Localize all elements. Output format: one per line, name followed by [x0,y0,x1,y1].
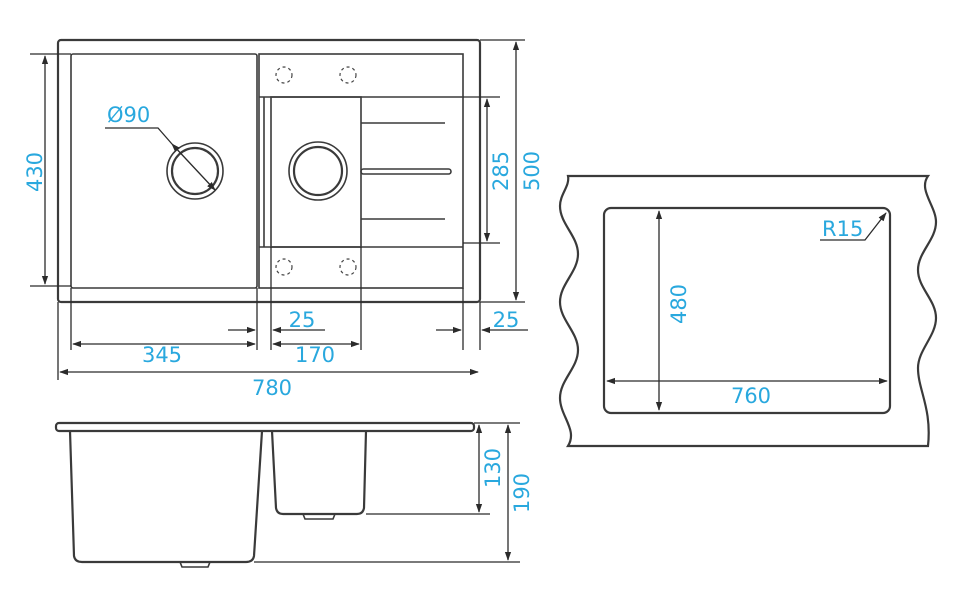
sink-side-view: 130 190 [54,421,534,568]
dim-500: 500 [480,39,544,303]
tap-hole-marker [275,258,293,276]
cutout-rectangle [602,206,892,415]
bowl-depth-130-label: 130 [481,448,505,488]
tap-hole-marker [339,66,357,84]
diameter-callout: Ø90 [105,103,216,191]
cutout-760-label: 760 [731,384,771,408]
dim-285: 285 [463,96,513,244]
depth-285-label: 285 [489,151,513,191]
width-780-label: 780 [252,376,292,400]
tap-hole-marker [339,258,357,276]
drainer-rib [360,168,452,175]
countertop-outline [558,174,938,448]
width-345-label: 345 [142,343,182,367]
sink-outer-rim [56,38,482,304]
main-bowl-outline [70,53,258,289]
dim-horizontal-set: 345 170 25 25 780 [57,247,528,400]
tap-hole-marker [275,66,293,84]
main-bowl-profile [68,430,264,564]
drain-diameter-label: Ø90 [107,103,150,127]
main-drain-profile [179,561,211,568]
secondary-drain-profile [302,513,336,520]
sink-rim-profile [54,421,476,433]
width-170-label: 170 [295,343,335,367]
secondary-drain [288,141,348,201]
countertop-cutout-view: 480 760 R15 [558,174,938,448]
gap-25-right-label: 25 [493,308,520,332]
depth-430-label: 430 [23,152,47,192]
corner-radius-label: R15 [822,217,863,241]
cutout-480-label: 480 [667,284,691,324]
bowl-depth-190-label: 190 [510,473,534,513]
sink-top-view [56,38,482,304]
dim-430: 430 [23,53,71,287]
gap-25-mid-label: 25 [289,308,316,332]
depth-500-label: 500 [520,151,544,191]
main-drain [166,142,224,200]
secondary-bowl-profile [270,430,368,516]
